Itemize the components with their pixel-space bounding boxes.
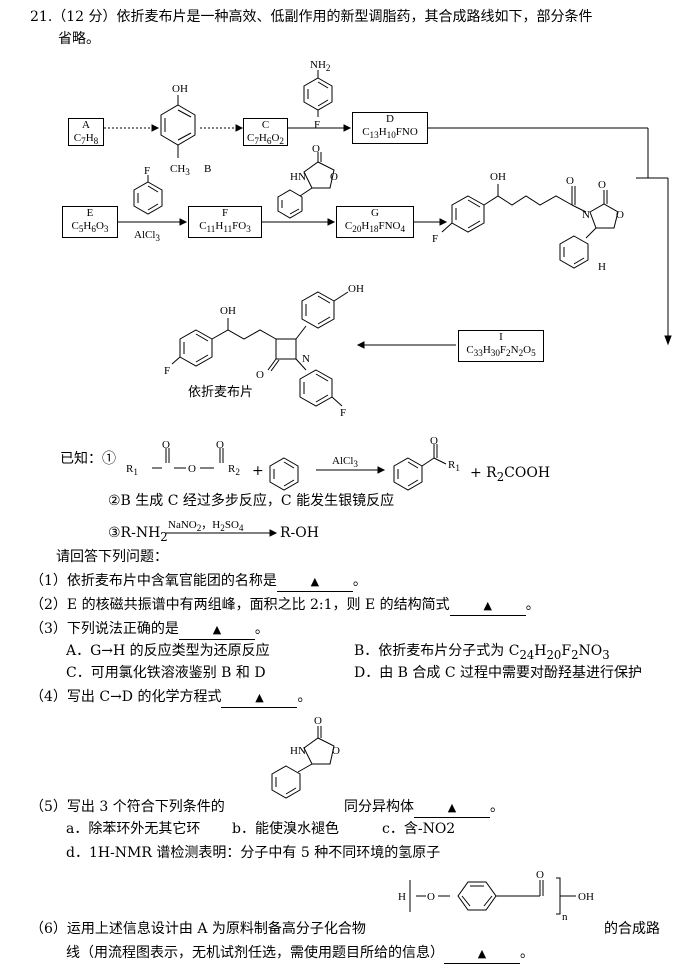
known-3-reagent: NaNO2，H2SO4 bbox=[168, 519, 244, 534]
q5-molecule bbox=[271, 726, 335, 799]
q6-answer-blank[interactable]: ▲ bbox=[444, 944, 520, 964]
alcl3-label: AlCl3 bbox=[134, 229, 160, 244]
compound-A-formula: C7H8 bbox=[73, 132, 99, 147]
known-byproduct: + R2COOH bbox=[470, 465, 551, 484]
aniline-nh2: NH2 bbox=[310, 59, 331, 74]
compound-A-box: A C7H8 bbox=[68, 118, 104, 146]
known-alcl3: AlCl3 bbox=[332, 455, 358, 470]
q5-answer-blank[interactable]: ▲ bbox=[414, 798, 490, 818]
q3: （3）下列说法正确的是▲。 bbox=[30, 620, 269, 640]
q4: （4）写出 C→D 的化学方程式▲。 bbox=[30, 688, 311, 708]
known-3-arrow bbox=[166, 529, 278, 537]
q5: （5）写出 3 个符合下列条件的 bbox=[30, 799, 225, 815]
compound-E-box: E C5H6O3 bbox=[62, 206, 118, 238]
q6-line2: 线（用流程图表示，无机试剂任选，需使用题目所给的信息）▲。 bbox=[66, 944, 534, 964]
q2-answer-blank[interactable]: ▲ bbox=[449, 596, 526, 616]
question-intro-line2: 省略。 bbox=[58, 31, 100, 47]
q2: （2）E 的核磁共振谱中有两组峰，面积之比 2:1，则 E 的结构简式▲。 bbox=[30, 596, 540, 616]
q5-mol-o-carbonyl: O bbox=[314, 715, 322, 727]
synthesis-scheme bbox=[104, 70, 672, 407]
compound-F-box: F C11H11FO3 bbox=[188, 206, 262, 238]
q1: （1）依折麦布片中含氧官能团的名称是▲。 bbox=[30, 572, 367, 592]
compound-C-box: C C7H6O2 bbox=[243, 118, 288, 146]
known-reaction-1 bbox=[152, 444, 447, 491]
compound-D-box: D C13H10FNO bbox=[352, 112, 428, 144]
q3-option-b: B．依折麦布片分子式为 C24H20F2NO3 bbox=[354, 643, 610, 662]
q6-polymer bbox=[409, 877, 576, 915]
product-name: 依折麦布片 bbox=[188, 385, 254, 400]
q5-mol-o-ring: O bbox=[332, 745, 340, 757]
compound-I-box: I C33H30F2N2O5 bbox=[458, 330, 544, 362]
known-r2: R2 bbox=[228, 463, 240, 478]
q5-mol-hn: HN bbox=[290, 745, 306, 757]
q1-answer-blank[interactable]: ▲ bbox=[276, 572, 353, 592]
known-product-r1: R1 bbox=[448, 459, 460, 474]
q4-answer-blank[interactable]: ▲ bbox=[221, 688, 298, 708]
B-ch3: CH3 bbox=[170, 163, 190, 178]
question-header: 21.（12 分）依折麦布片是一种高效、低副作用的新型调脂药，其合成路线如下，部… bbox=[30, 9, 593, 25]
q3-answer-blank[interactable]: ▲ bbox=[178, 620, 255, 640]
known-3: ③R-NH2 bbox=[108, 525, 168, 544]
known-label: 已知：① bbox=[60, 451, 116, 467]
known-r1: R1 bbox=[126, 463, 138, 478]
compound-G-box: G C20H18FNO4 bbox=[336, 206, 414, 238]
q5-tail: 同分异构体▲。 bbox=[344, 798, 504, 818]
